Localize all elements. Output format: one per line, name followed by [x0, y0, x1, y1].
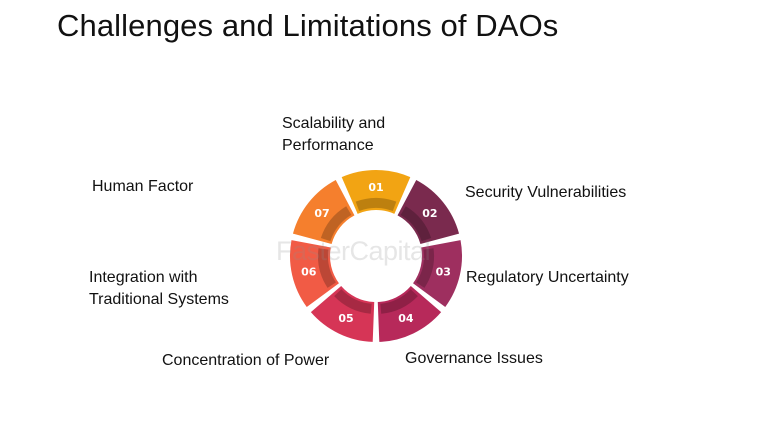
wheel-segment-04: [377, 286, 442, 342]
wheel-segment-band-06: [318, 248, 336, 288]
label-concentration-of-power: Concentration of Power: [162, 352, 330, 369]
label-regulatory-uncertainty: Regulatory Uncertainty: [466, 269, 629, 286]
wheel-segment-band-05: [334, 289, 372, 314]
wheel-segment-07: [292, 180, 355, 245]
wheel-center-hole: [332, 212, 420, 300]
label-governance-issues: Governance Issues: [405, 350, 543, 367]
wheel-segment-05: [310, 286, 375, 342]
wheel-segment-number-01: 01: [368, 181, 383, 194]
challenges-wheel-diagram: 01 02 03 04 05 06 07: [290, 170, 462, 342]
label-security-vulnerabilities: Security Vulnerabilities: [465, 184, 627, 201]
wheel-segment-number-03: 03: [436, 265, 451, 278]
wheel-segment-band-03: [416, 248, 434, 288]
page-title: Challenges and Limitations of DAOs: [57, 8, 559, 43]
label-human-factor: Human Factor: [92, 178, 194, 195]
wheel-segment-band-02: [400, 206, 432, 242]
wheel-segment-number-04: 04: [398, 312, 414, 325]
watermark-text: FasterCapital: [276, 236, 431, 266]
wheel-segment-number-05: 05: [338, 312, 353, 325]
wheel-segment-band-01: [355, 198, 397, 212]
wheel-segment-02: [397, 180, 460, 245]
wheel-segment-number-06: 06: [301, 265, 317, 278]
wheel-segment-band-07: [320, 206, 352, 242]
wheel-segment-band-04: [380, 289, 418, 314]
wheel-segment-number-02: 02: [422, 207, 437, 220]
wheel-segment-number-07: 07: [314, 207, 329, 220]
